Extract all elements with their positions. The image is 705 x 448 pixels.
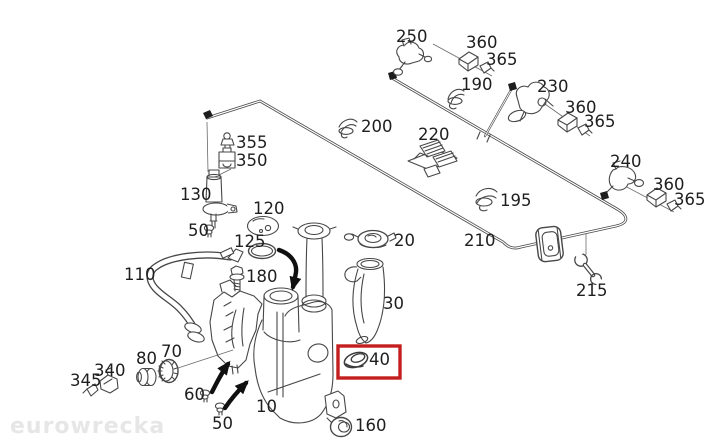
cap-20 [343,229,397,249]
nozzle-240 [606,160,645,193]
part-label-250-0: 250 [396,27,428,46]
cone-365-bottom [666,199,682,212]
leader-70-to-bracket [177,349,234,369]
part-label-240-9: 240 [610,152,642,171]
coupling-340 [99,367,119,394]
grommet-80 [136,367,157,387]
part-label-180-22: 180 [246,267,278,286]
part-label-365-2: 365 [486,50,518,69]
bracket-assembly [209,279,263,375]
arrow-to-tank [222,380,249,411]
part-label-355-15: 355 [236,133,268,152]
hose-fitting-icon [508,82,517,91]
reservoir-10 [253,222,347,424]
pump-250 [392,37,433,76]
grommet-210 [535,225,564,263]
part-label-60-30: 60 [184,385,205,404]
part-label-345-29: 345 [70,371,102,390]
part-label-215-14: 215 [576,281,608,300]
part-label-120-18: 120 [253,199,285,218]
bolt-180 [229,265,245,292]
nozzle-bracket-220 [407,139,458,178]
screw-50-top [203,224,215,238]
clip-195 [475,187,498,212]
hose-110 [146,247,244,343]
seal-ring-125 [247,242,277,260]
screw-60 [199,389,211,403]
part-label-230-4: 230 [537,77,569,96]
part-label-350-16: 350 [236,151,268,170]
cap-120 [246,215,280,237]
part-label-130-17: 130 [180,185,212,204]
part-label-40-25: 40 [369,350,390,369]
part-label-365-11: 365 [674,190,705,209]
plug-355 [220,132,235,149]
connector-360-bottom [646,187,667,208]
part-label-70-26: 70 [161,342,182,361]
part-label-160-33: 160 [355,416,387,435]
clip-200 [338,118,358,139]
part-label-360-5: 360 [565,98,597,117]
filler-neck [292,222,337,313]
part-label-195-12: 195 [500,191,532,210]
arrow-to-filler [276,247,302,291]
part-label-125-20: 125 [234,232,266,251]
connector-360-top [458,51,479,72]
duct-30 [344,257,386,345]
hose-clamp [219,247,235,259]
highlight-box-40 [336,344,402,380]
part-label-80-27: 80 [136,349,157,368]
hose-fitting-icon [600,191,609,200]
part-label-110-21: 110 [124,265,156,284]
cone-345 [82,383,99,397]
grommet-40 [343,351,369,369]
part-label-20-23: 20 [394,231,415,250]
part-label-200-7: 200 [361,117,393,136]
tee-junction-marks [476,131,491,143]
screw-50-bottom [214,402,226,416]
nozzle-230 [507,81,554,123]
part-label-360-10: 360 [653,175,685,194]
pointer-arrows [209,247,302,411]
part-label-190-3: 190 [461,75,493,94]
arrow-to-bracket [209,360,231,395]
bottom-foot [324,390,347,419]
cone-365-top [479,61,495,74]
leader-to-pump [206,121,209,173]
part-label-50-19: 50 [188,221,209,240]
hose-connector [187,331,205,343]
part-label-365-6: 365 [584,112,616,131]
part-label-30-24: 30 [383,294,404,313]
wrench-215 [572,234,606,289]
hose-fitting-icon [203,110,213,119]
hose-branch [476,88,513,143]
washer-hose-210 [205,76,628,250]
hose-clamp [180,261,194,280]
part-label-340-28: 340 [94,361,126,380]
connector-350 [212,147,236,179]
connector-360-mid [557,112,578,133]
cone-365-mid [577,123,593,136]
pump-130 [202,169,238,229]
hose-fittings [203,71,609,200]
bushing-70 [157,358,179,384]
cap-160 [326,416,353,438]
clip-190 [447,88,465,110]
part-label-50-32: 50 [212,414,233,433]
part-label-210-13: 210 [464,231,496,250]
part-label-10-31: 10 [256,397,277,416]
watermark: eurowrecka [10,414,166,439]
part-label-220-8: 220 [418,125,450,144]
part-label-360-1: 360 [466,33,498,52]
filler-tower [263,287,299,305]
